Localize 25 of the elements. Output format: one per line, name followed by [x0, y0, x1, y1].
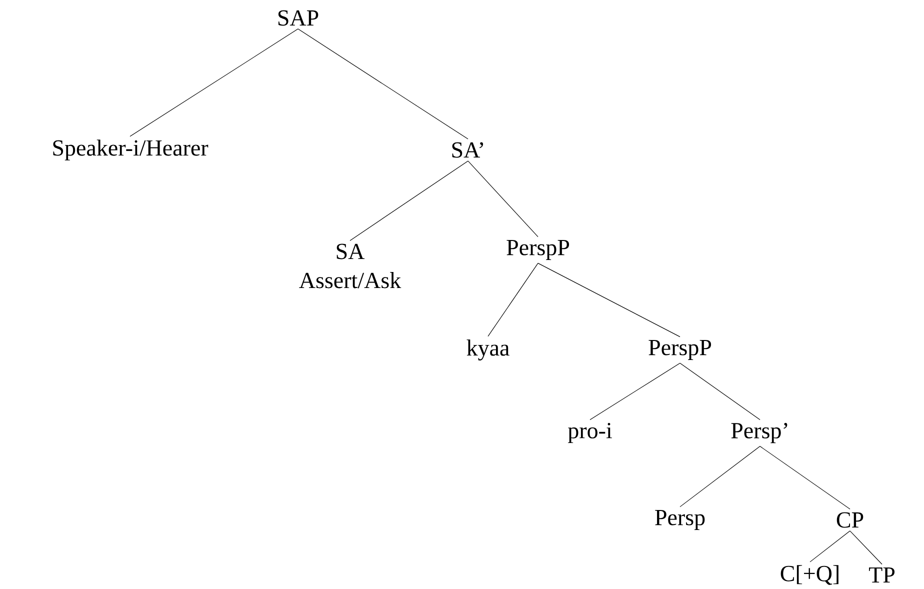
branch-line: [538, 262, 680, 338]
tree-label: C[+Q]: [780, 565, 838, 585]
branch-line: [350, 160, 468, 241]
tree-label: Speaker-i/Hearer: [53, 140, 208, 160]
branch-line: [298, 28, 468, 140]
branch-line: [590, 362, 680, 420]
tree-label: PerspP: [648, 340, 712, 360]
branch-line: [760, 446, 850, 510]
tree-label: kyaa: [466, 340, 510, 360]
branch-line: [810, 530, 850, 562]
branch-line: [468, 160, 538, 238]
tree-label: pro-i: [568, 422, 612, 444]
branch-line: [680, 446, 760, 508]
branch-line: [488, 262, 538, 337]
tree-label: CP: [836, 512, 864, 528]
tree-label: SA Assert/Ask: [299, 244, 402, 288]
tree-label: Persp: [655, 510, 705, 530]
tree-label: TP: [869, 567, 894, 583]
tree-label: SA’: [452, 142, 484, 158]
tree-label: SAP: [278, 10, 318, 26]
tree-label: Persp’: [731, 422, 788, 444]
branch-line: [130, 28, 298, 137]
tree-label: PerspP: [506, 240, 570, 260]
branch-line: [850, 530, 882, 565]
branch-line: [680, 362, 760, 420]
